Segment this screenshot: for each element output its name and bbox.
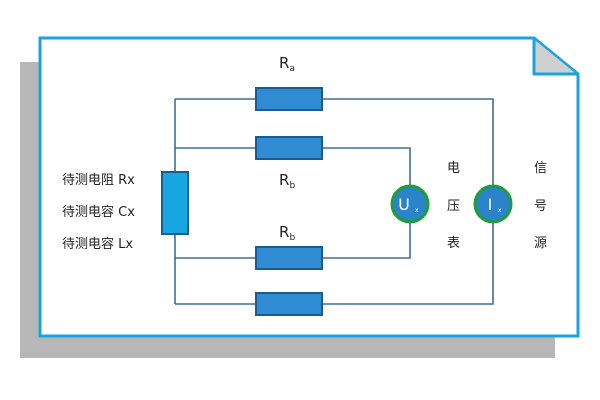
- source-caption-1: 信: [534, 161, 547, 176]
- ammeter-subscript: x: [498, 207, 502, 214]
- ammeter-icon: [473, 184, 513, 224]
- label-ra-letter: R: [279, 54, 289, 72]
- voltmeter-subscript: x: [415, 207, 419, 214]
- label-rb-lower: Rb: [279, 223, 295, 243]
- dut-label-capacitance: 待测电容 Cx: [62, 204, 135, 220]
- label-rb-lower-sub: b: [289, 233, 295, 243]
- wire-rb-lower: [175, 222, 411, 259]
- resistor-ra: [255, 87, 323, 111]
- resistor-rb-lower: [255, 246, 323, 270]
- folded-corner-edge: [532, 38, 578, 76]
- label-ra: Ra: [279, 54, 295, 74]
- label-rb-upper-sub: b: [289, 181, 295, 191]
- dut-label-inductance: 待测电容 Lx: [62, 236, 133, 252]
- wire-bottom: [175, 222, 494, 305]
- label-ra-sub: a: [289, 64, 295, 74]
- folded-corner-icon: [533, 37, 579, 75]
- label-rb-upper: Rb: [279, 171, 295, 191]
- label-rb-lower-letter: R: [279, 223, 289, 241]
- wires: [174, 98, 494, 305]
- ammeter-letter: I: [488, 195, 493, 214]
- source-caption-3: 源: [534, 236, 547, 251]
- device-under-test: [161, 171, 189, 235]
- source-caption-2: 号: [534, 199, 547, 214]
- voltmeter-caption-3: 表: [447, 236, 460, 251]
- wire-top-ra: [175, 98, 494, 186]
- resistor-rb-upper: [255, 136, 323, 160]
- voltmeter-letter: U: [398, 195, 410, 214]
- wire-rb-upper: [175, 147, 411, 186]
- voltmeter-caption-2: 压: [447, 199, 460, 214]
- voltmeter-caption-1: 电: [447, 161, 460, 176]
- voltmeter-icon: [390, 184, 430, 224]
- label-rb-upper-letter: R: [279, 171, 289, 189]
- resistor-bottom: [255, 292, 323, 316]
- dut-label-resistance: 待测电阻 Rx: [62, 173, 135, 188]
